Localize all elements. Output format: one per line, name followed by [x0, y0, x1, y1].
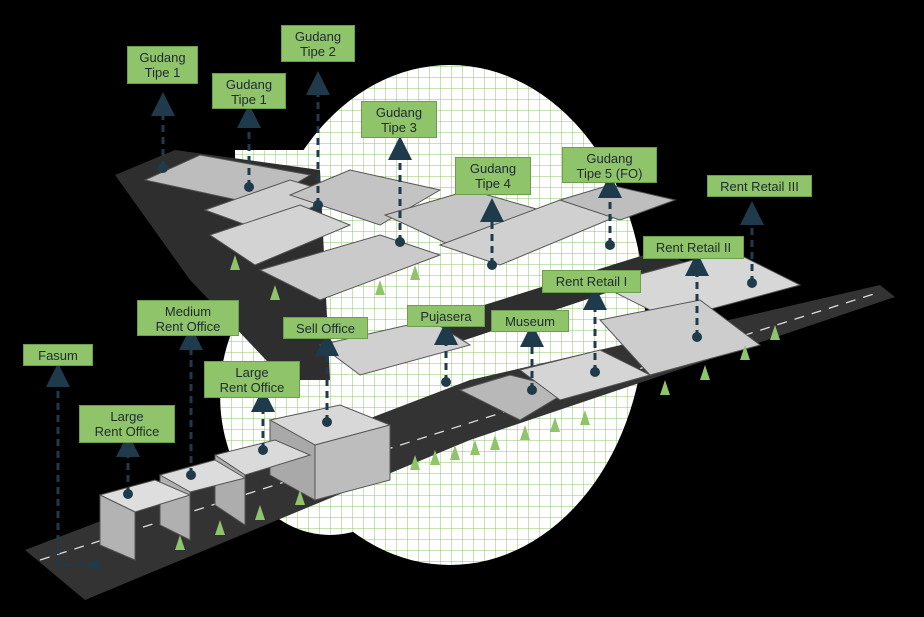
- label-museum: Museum: [491, 310, 569, 332]
- label-large-rent-office-b: Large Rent Office: [79, 405, 175, 443]
- label-rent-retail-2: Rent Retail II: [643, 236, 744, 259]
- label-rent-retail-1: Rent Retail I: [542, 270, 641, 293]
- label-medium-rent-office: Medium Rent Office: [137, 300, 239, 336]
- label-gudang-tipe-2: Gudang Tipe 2: [281, 25, 355, 62]
- label-gudang-tipe-1-a: Gudang Tipe 1: [127, 46, 198, 84]
- label-gudang-tipe-5-fo: Gudang Tipe 5 (FO): [562, 147, 657, 183]
- label-rent-retail-3: Rent Retail III: [707, 175, 812, 197]
- label-fasum: Fasum: [23, 344, 93, 366]
- label-gudang-tipe-4: Gudang Tipe 4: [455, 157, 531, 195]
- label-large-rent-office-a: Large Rent Office: [204, 361, 300, 398]
- label-gudang-tipe-3: Gudang Tipe 3: [361, 101, 437, 138]
- label-pujasera: Pujasera: [407, 305, 485, 327]
- label-gudang-tipe-1-b: Gudang Tipe 1: [212, 73, 286, 109]
- label-sell-office: Sell Office: [283, 317, 368, 339]
